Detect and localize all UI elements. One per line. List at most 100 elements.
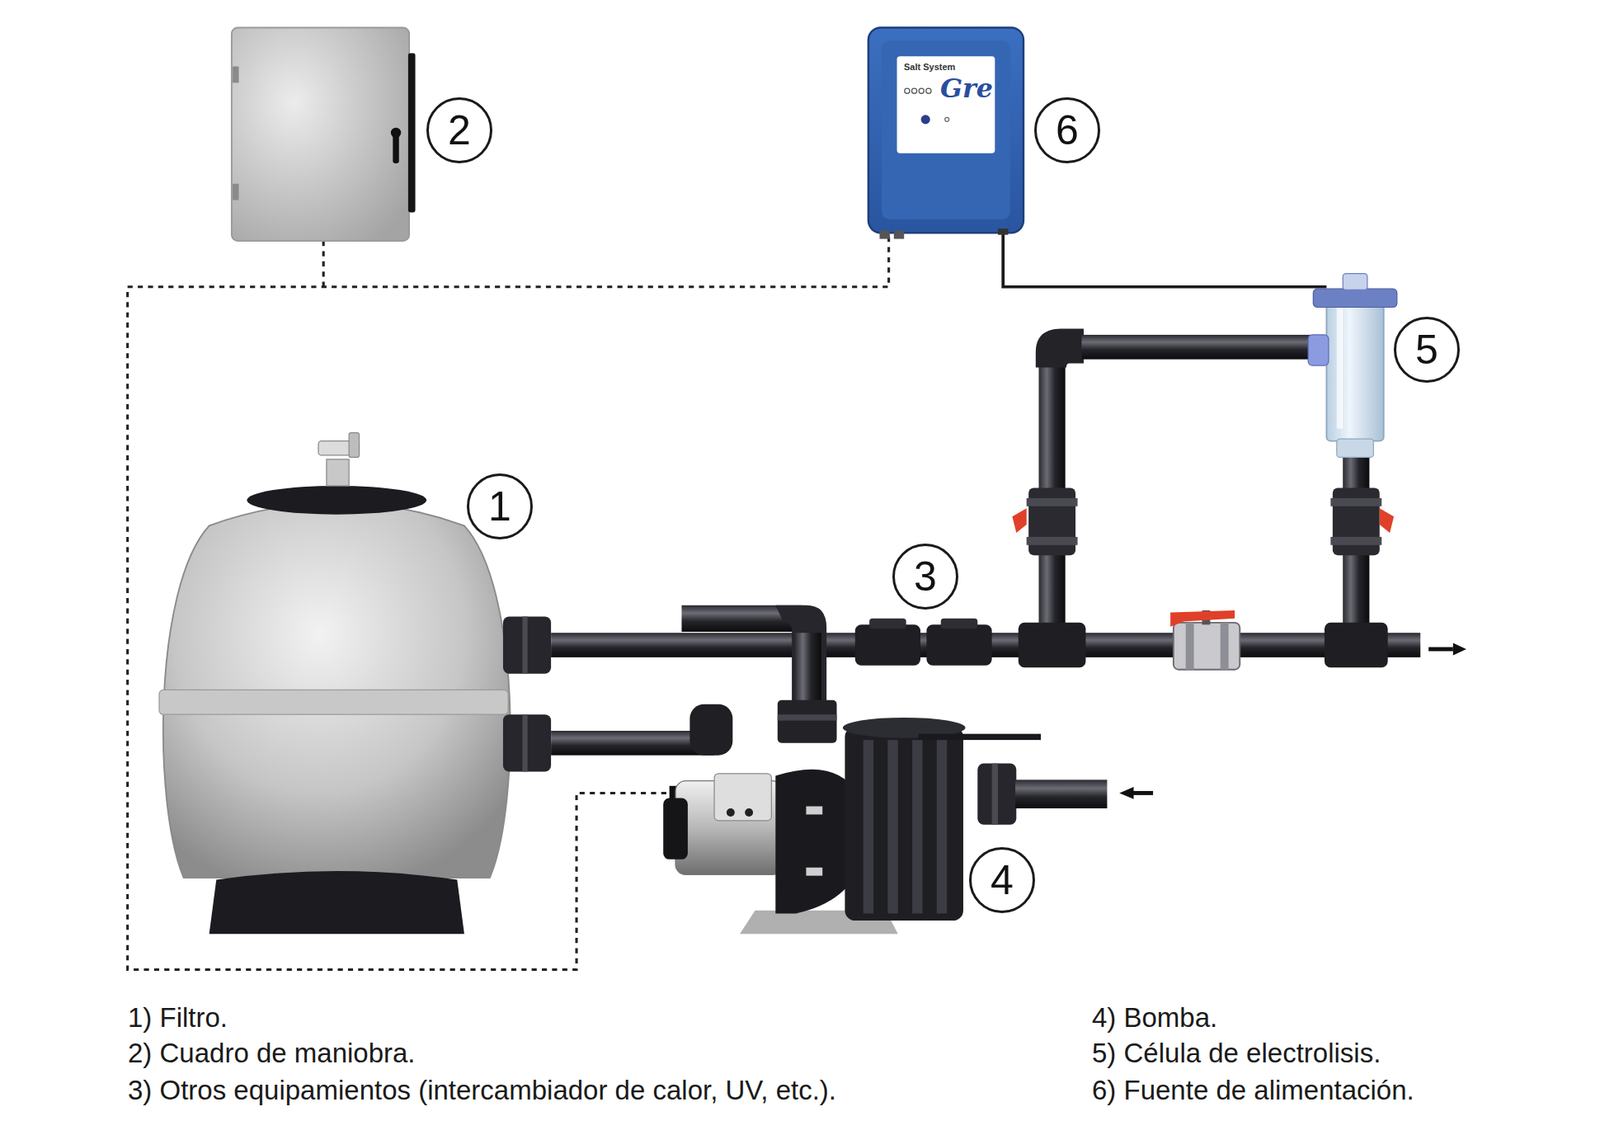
pump-part [936,739,947,913]
control-cabinet-part [392,132,399,164]
power-supply [868,27,1024,239]
sand-filter-part [522,714,528,772]
pipework-part [1428,647,1454,652]
power-supply-part [881,41,1011,221]
electrolysis-cell-part [1336,305,1343,429]
pump-part [1015,779,1107,809]
pump-part [977,763,1017,825]
legend-entry: 3) Otros equipamientos (intercambiador d… [127,1073,837,1107]
pipework-part [1324,622,1389,668]
pump-part [863,739,874,913]
power-supply-part [911,88,917,94]
sand-filter-part [326,459,349,486]
callout-number: 3 [892,543,959,610]
power-supply-part [945,117,950,122]
pump-part [844,726,964,921]
pump-part [1119,786,1134,800]
electrolysis-cell-part [1342,273,1368,291]
callout-number: 1 [466,473,533,540]
pipework-part [926,624,992,665]
control-cabinet-part [232,183,239,201]
sand-filter-part [522,616,528,673]
pipework-part [795,632,822,705]
power-supply-part [897,56,996,154]
pipework-part [689,704,733,756]
legend-entry: 2) Cuadro de maniobra. [127,1036,416,1070]
power-supply-part [921,114,931,124]
callout-text: 1 [488,485,512,528]
legend-entry: 6) Fuente de alimentación. [1091,1073,1415,1107]
pipework-part [1026,536,1078,546]
power-supply-part [918,88,924,94]
control-cabinet-part [408,52,416,212]
pump-part [912,739,923,913]
pump-part [726,808,735,817]
pump-part [714,773,772,821]
callout-number: 6 [1034,97,1101,164]
pump-part [663,798,688,860]
control-cabinet-part [231,27,410,241]
pipework-part [855,624,921,665]
electrolysis-cell [1308,273,1398,458]
power-supply-part [997,228,1008,235]
pipework-part [1035,328,1084,368]
pipework-part [941,618,979,629]
callout-number: 4 [969,847,1036,913]
power-supply-part [926,88,932,94]
pump-part [992,763,998,825]
sand-filter-part [503,616,551,673]
electrolysis-cell-part [1326,297,1384,441]
callout-text: 5 [1415,329,1439,371]
callout-text: 4 [990,859,1014,901]
legend-entry: 1) Filtro. [127,1001,228,1035]
pump-part [744,808,753,817]
pipework-part [1220,622,1229,670]
pipework-part [1330,536,1382,546]
pump-part [1132,790,1153,796]
sand-filter-part [159,689,509,715]
pump-part [918,734,1041,740]
electrolysis-cell-part [1308,334,1329,366]
pipework-part [869,618,907,629]
control-cabinet [231,27,416,241]
pipework-part [1173,622,1240,670]
brand-subtitle: Salt System [903,61,956,73]
callout-number: 5 [1393,316,1460,383]
pipework-part [1379,508,1394,533]
pipework-part [1011,508,1026,533]
sand-filter-part [348,432,359,458]
legend-entry: 4) Bomba. [1091,1001,1218,1035]
sand-filter-part [503,714,551,772]
pipework-part [1453,643,1467,656]
legend-entry: 5) Célula de electrolisis. [1091,1036,1381,1070]
callout-text: 6 [1055,109,1079,151]
brand-logo: Gre [940,72,993,104]
power-supply-part [868,27,1024,233]
pump-part [777,714,838,720]
pipework-part [1170,610,1235,627]
power-cable [1002,230,1327,288]
control-wiring-part [127,236,890,970]
sand-filter [159,432,551,934]
electrolysis-cell-part [1312,288,1397,307]
power-supply-part [894,230,904,240]
pump-part [887,739,898,913]
control-wiring-part [322,240,325,288]
pipework-part [1185,622,1195,670]
callout-text: 2 [447,109,471,151]
callout-number: 2 [426,97,493,164]
sand-filter-part [246,485,427,515]
control-wiring [127,236,890,970]
pipework-part [1018,622,1087,668]
electrolysis-cell-part [1336,438,1375,457]
power-supply-part [904,88,910,94]
callout-text: 3 [913,555,937,598]
pump-part [777,700,838,744]
pipework-part [1028,487,1076,556]
pipework-part [1332,487,1380,556]
pump-part [805,867,823,876]
power-supply-part [880,230,890,240]
pipework-part [1026,498,1078,507]
